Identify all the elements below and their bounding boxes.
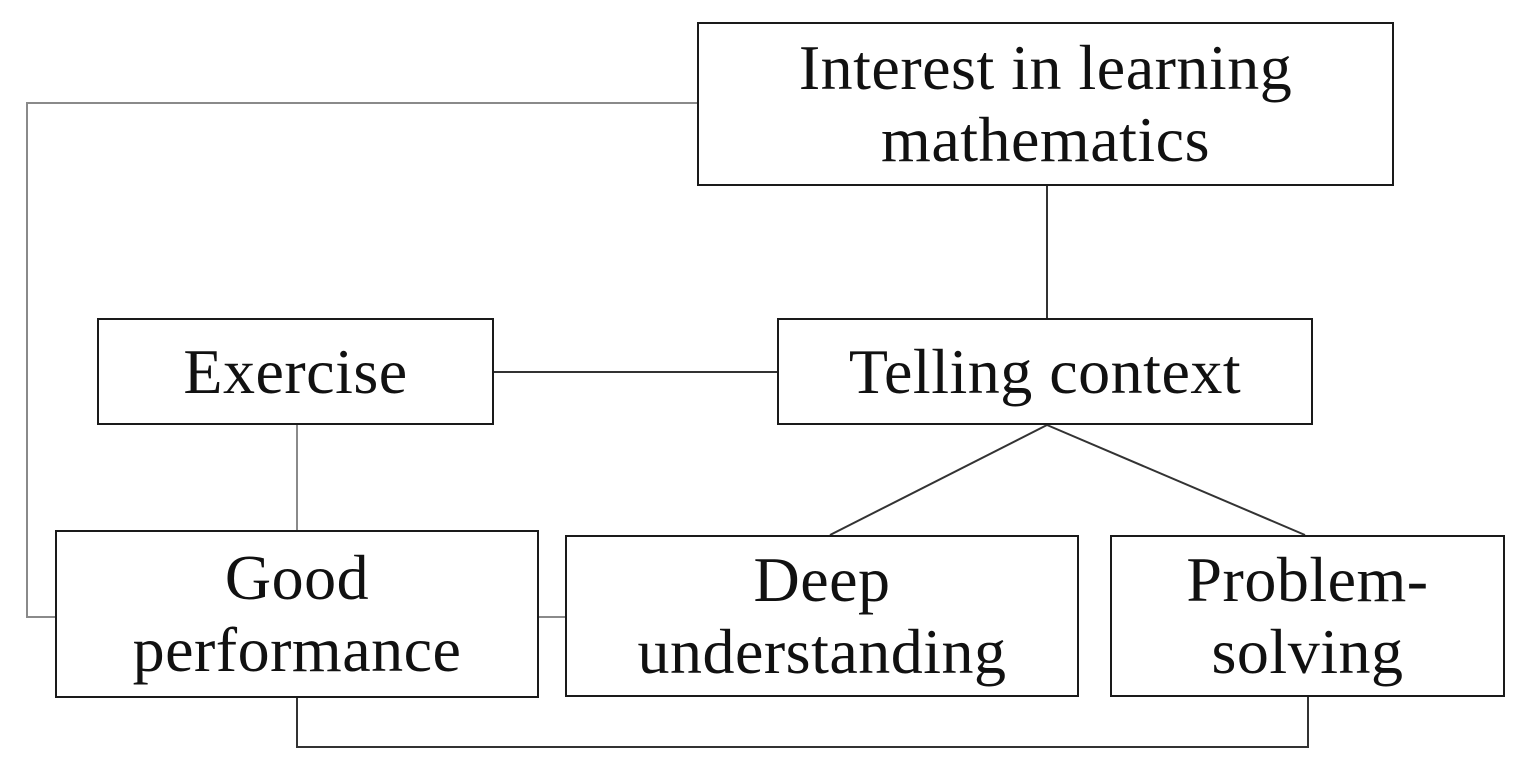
- node-telling-label: Telling context: [848, 335, 1242, 407]
- node-good-performance: Good performance: [55, 530, 539, 698]
- node-problem-line2: solving: [1211, 616, 1404, 687]
- node-interest-line2: mathematics: [881, 104, 1210, 175]
- node-deep-understanding: Deep understanding: [565, 535, 1079, 697]
- connector-good-problem: [296, 697, 1309, 748]
- node-interest-line1: Interest in learning: [798, 32, 1293, 104]
- node-telling-context: Telling context: [777, 318, 1313, 425]
- node-good-line2: performance: [132, 614, 462, 685]
- node-good-line1: Good: [224, 542, 370, 614]
- node-deep-line2: understanding: [637, 616, 1007, 687]
- node-problem-solving: Problem- solving: [1110, 535, 1505, 697]
- node-interest-in-learning-mathematics: Interest in learning mathematics: [697, 22, 1394, 186]
- node-exercise-label: Exercise: [183, 335, 408, 407]
- connector-telling-problem: [1046, 424, 1306, 536]
- connector-interest-good: [26, 102, 697, 618]
- node-exercise: Exercise: [97, 318, 494, 425]
- connector-telling-deep: [829, 424, 1048, 536]
- node-deep-line1: Deep: [753, 544, 891, 616]
- node-problem-line1: Problem-: [1186, 544, 1429, 616]
